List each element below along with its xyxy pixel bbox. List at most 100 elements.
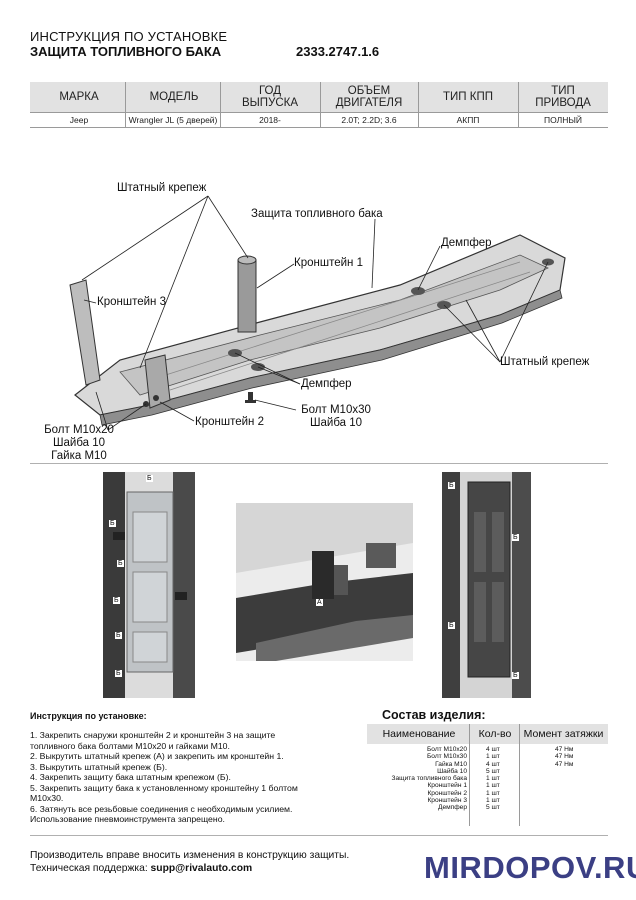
photo-mark: Б — [117, 560, 124, 567]
spec-table-header: МАРКА МОДЕЛЬ ГОД ВЫПУСКА ОБЪЕМ ДВИГАТЕЛЯ… — [30, 82, 608, 113]
label-standard-fastener-right: Штатный крепеж — [500, 356, 590, 368]
photo-installed-right: Б Б Б Б — [442, 472, 531, 698]
damper — [411, 287, 425, 295]
item-name: Демпфер — [438, 804, 467, 812]
item-torque: 47 Нм — [555, 753, 574, 761]
col-qty: Кол-во — [478, 728, 512, 740]
divider — [125, 82, 126, 127]
divider — [518, 82, 519, 127]
item-name: Шайба 10 — [437, 767, 467, 775]
label-bolt-m10x30: Болт М10х30 — [301, 404, 371, 416]
cell-gearbox: АКПП — [456, 115, 480, 125]
label-damper-bottom: Демпфер — [301, 378, 352, 390]
col-engine: ОБЪЕМ ДВИГАТЕЛЯ — [335, 85, 403, 109]
item-name: Защита топливного бака — [391, 775, 467, 783]
guard-plate-recess — [119, 254, 549, 396]
instruction-line: Использование пневмоинструмента запрещен… — [30, 814, 225, 824]
label-nut-m10: Гайка М10 — [51, 450, 107, 462]
label-bracket-2: Кронштейн 2 — [195, 416, 264, 428]
cell-brand: Jeep — [69, 115, 89, 125]
cell-model: Wrangler JL (5 дверей) — [128, 115, 218, 125]
composition-torque: 47 Нм 47 Нм 47 Нм — [555, 746, 595, 768]
item-name: Кронштейн 3 — [427, 797, 467, 805]
photo-mark: Б — [115, 632, 122, 639]
photo-mark: А — [316, 599, 323, 606]
label-fuel-tank-guard: Защита топливного бака — [251, 208, 383, 220]
photo-mark: Б — [448, 482, 455, 489]
item-name: Кронштейн 1 — [427, 782, 467, 790]
photo-mark: Б — [115, 670, 122, 677]
label-fastener-set: Болт М10х20 Шайба 10 Гайка М10 — [43, 424, 115, 463]
instructions-title: Инструкция по установке: — [30, 711, 147, 721]
photo-mark: Б — [448, 622, 455, 629]
bracket-2 — [144, 354, 171, 409]
cell-engine: 2.0T; 2.2D; 3.6 — [341, 115, 397, 125]
col-gearbox: ТИП КПП — [443, 91, 493, 103]
label-damper-top: Демпфер — [441, 237, 492, 249]
cell-drive: ПОЛНЫЙ — [544, 115, 582, 125]
divider — [320, 82, 321, 127]
photo-mark: Б — [512, 534, 519, 541]
doc-title: ИНСТРУКЦИЯ ПО УСТАНОВКЕ — [30, 29, 228, 44]
composition-header: Наименование Кол-во Момент затяжки — [367, 724, 608, 744]
composition-names: Болт М10х20 Болт М10х30 Гайка М10 Шайба … — [367, 746, 467, 812]
photo-mark: Б — [512, 672, 519, 679]
item-torque: 47 Нм — [555, 746, 574, 753]
divider — [469, 724, 470, 826]
item-qty: 1 шт — [486, 753, 500, 761]
col-torque: Момент затяжки — [523, 728, 604, 740]
item-qty: 1 шт — [486, 782, 500, 790]
article-code: 2333.2747.1.6 — [296, 44, 380, 59]
label-bracket-3: Кронштейн 3 — [97, 296, 166, 308]
instruction-line: 3. Выкрутить штатный крепеж (Б). — [30, 761, 168, 772]
footer-support: Техническая поддержка: supp@rivalauto.co… — [30, 863, 349, 876]
label-bolt-m10x20: Болт М10х20 — [44, 424, 114, 436]
label-bracket-1: Кронштейн 1 — [294, 257, 363, 269]
instruction-line: 4. Закрепить защиту бака штатным крепежо… — [30, 772, 231, 782]
label-standard-fastener-top: Штатный крепеж — [117, 182, 207, 194]
divider — [220, 82, 221, 127]
instruction-line: 1. Закрепить снаружи кронштейн 2 и кронш… — [30, 730, 276, 740]
label-bolt-washer: Болт М10х30 Шайба 10 — [296, 404, 376, 430]
col-year: ГОД ВЫПУСКА — [241, 85, 299, 109]
footer: Производитель вправе вносить изменения в… — [30, 850, 349, 875]
col-drive: ТИП ПРИВОДА — [535, 85, 591, 109]
col-name: Наименование — [382, 728, 456, 740]
footer-disclaimer: Производитель вправе вносить изменения в… — [30, 850, 350, 861]
instruction-line: 6. Затянуть все резьбовые соединения с н… — [30, 803, 293, 814]
divider — [30, 835, 608, 836]
item-name: Болт М10х20 — [426, 746, 467, 753]
item-qty: 1 шт — [486, 775, 500, 783]
guard-plate-edge — [99, 289, 563, 426]
item-qty: 4 шт — [486, 746, 500, 753]
instructions-list: 1. Закрепить снаружи кронштейн 2 и кронш… — [30, 730, 360, 825]
divider — [418, 82, 419, 127]
bolt-icon — [248, 392, 253, 402]
exploded-diagram — [69, 195, 566, 431]
watermark: MIRDOPOV.RU — [424, 850, 636, 885]
photo-mark: Б — [113, 597, 120, 604]
instruction-line: топливного бака болтами М10х20 и гайками… — [30, 740, 230, 751]
item-qty: 4 шт — [486, 760, 500, 768]
product-title: ЗАЩИТА ТОПЛИВНОГО БАКА — [30, 44, 222, 59]
item-qty: 5 шт — [486, 804, 500, 812]
bracket-1 — [237, 259, 257, 333]
photo-bracket-mount: А — [236, 503, 413, 661]
item-qty: 5 шт — [486, 767, 500, 775]
item-qty: 1 шт — [486, 797, 500, 805]
item-name: Болт М10х30 — [426, 753, 467, 761]
item-torque: 47 Нм — [555, 760, 574, 768]
instruction-line: М10х30. — [30, 793, 64, 803]
item-name: Гайка М10 — [435, 760, 467, 768]
support-email-link[interactable]: supp@rivalauto.com — [150, 862, 253, 874]
item-name: Кронштейн 2 — [427, 789, 467, 797]
divider — [519, 724, 520, 826]
photo-mark: Б — [146, 475, 153, 482]
label-washer-10: Шайба 10 — [309, 417, 363, 429]
divider — [30, 463, 608, 464]
bracket-3 — [69, 279, 101, 386]
photo-mark: Б — [109, 520, 116, 527]
col-brand: МАРКА — [59, 91, 99, 103]
divider — [30, 127, 608, 128]
composition-title: Состав изделия: — [382, 708, 486, 722]
